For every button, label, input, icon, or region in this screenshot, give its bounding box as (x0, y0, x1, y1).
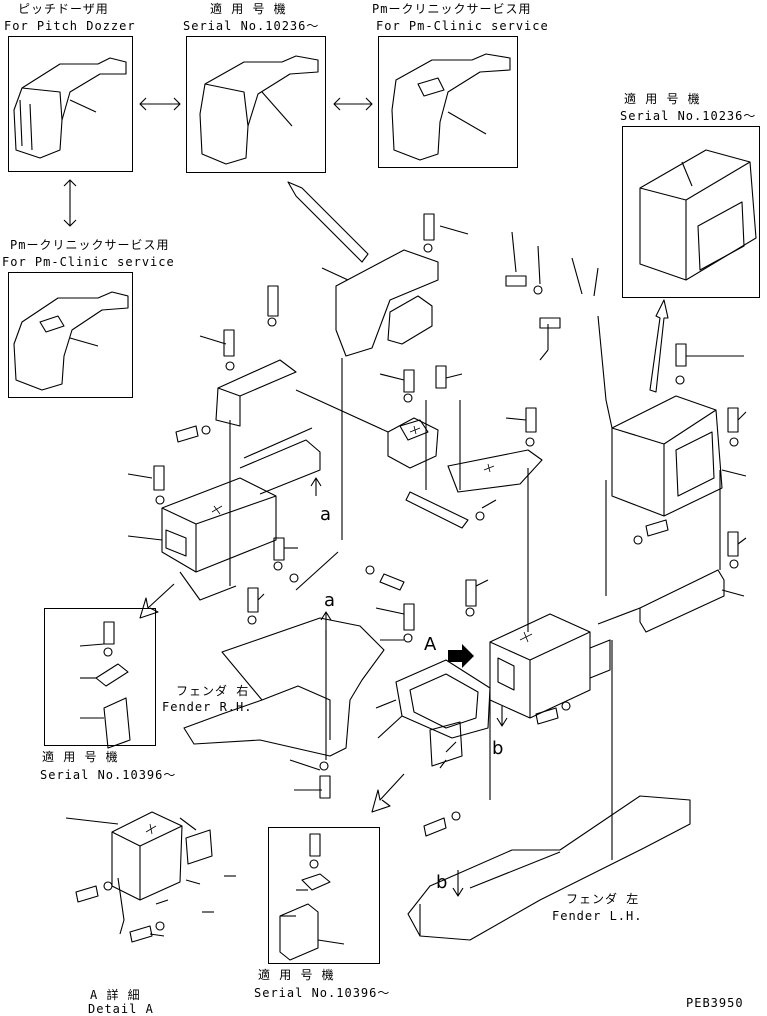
pm-clinic-left-label-en: For Pm-Clinic service (2, 255, 175, 269)
inset-serial-top-box (186, 36, 326, 173)
ref-b-lower: b (436, 872, 448, 893)
ref-b-right: b (492, 738, 504, 759)
fender-lh-label-en: Fender L.H. (552, 909, 643, 923)
inset-serial-right-box (622, 126, 760, 298)
fender-rh-label-jp: フェンダ 右 (176, 684, 250, 698)
serial-right-label-en: Serial No.10236～ (620, 109, 757, 123)
pitch-dozzer-label-jp: ピッチドーザ用 (18, 2, 109, 16)
inset-serial-left-mid-box (44, 608, 156, 746)
inset-serial-bottom-mid-box (268, 827, 380, 964)
serial-left-mid-label-jp: 適 用 号 機 (42, 750, 119, 764)
serial-bottom-mid-label-en: Serial No.10396～ (254, 986, 391, 1000)
pitch-dozzer-label-en: For Pitch Dozzer (4, 19, 136, 33)
ref-a-lower: a (324, 590, 336, 611)
serial-top-label-en: Serial No.10236～ (183, 19, 320, 33)
ref-a-upper: a (320, 504, 332, 525)
fender-lh-label-jp: フェンダ 左 (566, 892, 640, 906)
ref-A: A (424, 634, 437, 655)
serial-bottom-mid-label-jp: 適 用 号 機 (258, 968, 335, 982)
inset-pm-clinic-top-box (378, 36, 518, 168)
serial-right-label-jp: 適 用 号 機 (624, 92, 701, 106)
serial-left-mid-label-en: Serial No.10396～ (40, 768, 177, 782)
pm-clinic-top-label-en: For Pm-Clinic service (376, 19, 549, 33)
fender-rh-label-en: Fender R.H. (162, 700, 253, 714)
pm-clinic-top-label-jp: Pmークリニックサービス用 (372, 2, 532, 16)
drawing-code: PEB3950 (686, 996, 744, 1010)
serial-top-label-jp: 適 用 号 機 (210, 2, 287, 16)
detail-a-label-en: Detail A (88, 1002, 154, 1016)
detail-a-label-jp: A 詳 細 (90, 988, 141, 1002)
pm-clinic-left-label-jp: Pmークリニックサービス用 (10, 238, 170, 252)
